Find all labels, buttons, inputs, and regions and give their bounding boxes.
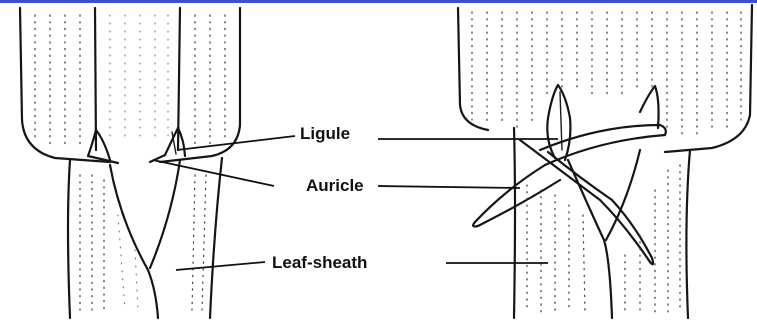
leaf-sheath-leader-left [176, 262, 265, 270]
left-leaf-sheath [68, 158, 222, 318]
auricle-leader-right [378, 186, 520, 188]
left-auricles [88, 128, 185, 163]
top-border [0, 0, 757, 3]
label-leaf-sheath-group: Leaf-sheath [176, 253, 548, 272]
auricle-leader-left [153, 160, 274, 186]
left-leaf-blade [20, 8, 240, 162]
right-specimen [458, 5, 752, 318]
left-specimen [20, 8, 240, 318]
label-ligule: Ligule [300, 124, 350, 143]
label-leaf-sheath: Leaf-sheath [272, 253, 367, 272]
label-auricle-group: Auricle [153, 160, 520, 195]
label-auricle: Auricle [306, 176, 364, 195]
right-ligule [547, 85, 658, 160]
label-ligule-group: Ligule [177, 124, 558, 150]
